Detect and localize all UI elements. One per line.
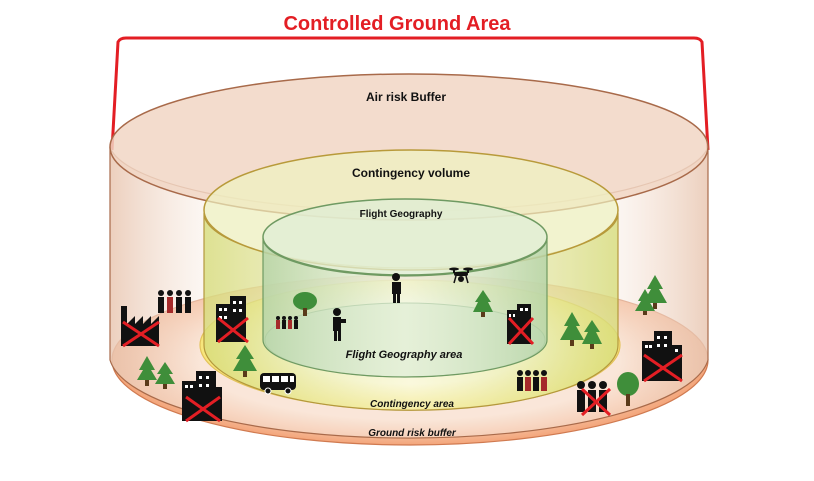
building-icon	[642, 331, 683, 383]
tree-icon	[617, 372, 639, 406]
diagram-title: Controlled Ground Area	[283, 13, 511, 35]
tree-icon	[137, 356, 175, 389]
label-flight-geography-area: Flight Geography area	[346, 349, 463, 361]
building-icon	[182, 371, 222, 423]
tree-icon	[560, 312, 602, 349]
people-group-icon	[276, 316, 298, 329]
flight-geography-wall	[262, 237, 548, 378]
tree-icon	[293, 292, 317, 316]
person-icon	[392, 273, 401, 303]
people-group-icon	[577, 381, 612, 417]
tree-icon	[635, 275, 667, 315]
label-contingency-area: Contingency area	[370, 399, 454, 410]
people-group-icon	[158, 290, 191, 313]
label-flight-geography: Flight Geography	[360, 209, 443, 220]
people-group-icon	[517, 370, 547, 391]
drone-pilot-icon	[333, 308, 346, 341]
label-air-risk-buffer: Air risk Buffer	[366, 90, 446, 104]
flight-geography-top	[262, 198, 548, 276]
drone-icon	[449, 267, 473, 284]
bus-icon	[260, 373, 296, 395]
building-icon	[507, 304, 535, 346]
factory-icon	[121, 306, 160, 348]
label-ground-risk-buffer: Ground risk buffer	[368, 428, 457, 439]
label-contingency-volume: Contingency volume	[352, 166, 470, 180]
tree-icon	[233, 345, 257, 377]
controlled-area-bracket	[110, 36, 710, 151]
building-icon	[216, 296, 249, 344]
tree-icon	[473, 290, 493, 317]
